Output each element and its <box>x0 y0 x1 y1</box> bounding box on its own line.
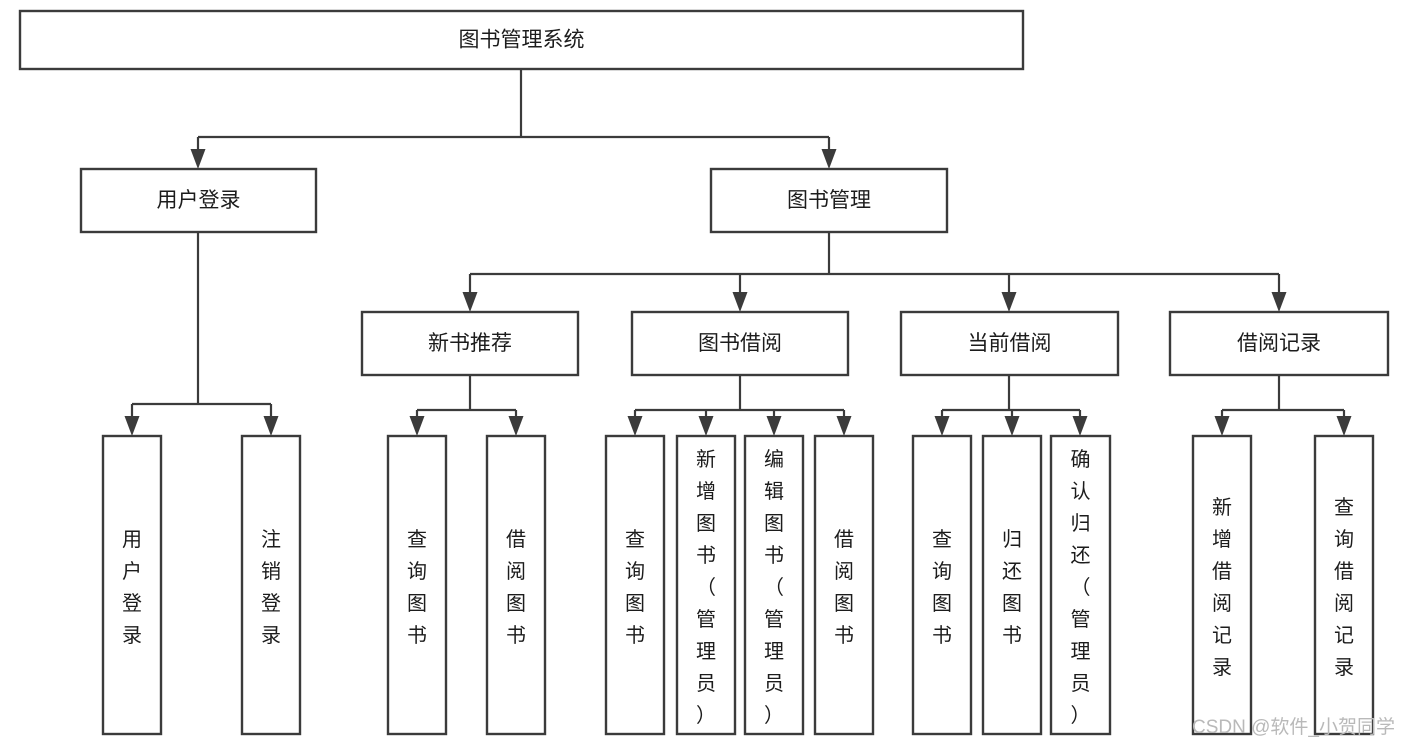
node-box <box>360 310 580 377</box>
node-leaf-查询图书[interactable]: 查询图书 <box>604 434 666 736</box>
node-label: 归还图书 <box>1002 528 1022 647</box>
connector-from-图书管理系统 <box>190 69 837 169</box>
arrow-head-icon <box>263 416 279 436</box>
node-leaf-查询借阅记录[interactable]: 查询借阅记录 <box>1313 434 1375 736</box>
node-leaf-归还图书[interactable]: 归还图书 <box>981 434 1043 736</box>
node-leaf-新增借阅记录[interactable]: 新增借阅记录 <box>1191 434 1253 736</box>
node-label: 查询图书 <box>625 528 645 647</box>
connector-from-新书推荐 <box>409 375 524 436</box>
watermark-text: CSDN @软件_小贺同学 <box>1192 716 1395 738</box>
arrow-head-icon <box>124 416 140 436</box>
node-level3-当前借阅[interactable]: 当前借阅 <box>899 310 1120 377</box>
node-label: 新书推荐 <box>428 332 512 355</box>
node-label: 借阅记录 <box>1237 332 1321 355</box>
node-box <box>386 434 448 736</box>
node-label: 用户登录 <box>157 189 241 212</box>
node-label: 借阅图书 <box>506 528 526 647</box>
node-box <box>675 434 737 736</box>
node-box <box>813 434 875 736</box>
node-box <box>709 167 949 234</box>
node-box <box>899 310 1120 377</box>
node-label: 当前借阅 <box>968 332 1052 355</box>
arrow-head-icon <box>1004 416 1020 436</box>
node-leaf-新增图书管理员[interactable]: 新增图书（管理员） <box>675 434 737 736</box>
node-label: 查询图书 <box>932 528 952 647</box>
node-leaf-查询图书[interactable]: 查询图书 <box>911 434 973 736</box>
arrow-head-icon <box>1001 292 1017 312</box>
connector-from-当前借阅 <box>934 375 1088 436</box>
arrow-head-icon <box>766 416 782 436</box>
node-box <box>1191 434 1253 736</box>
arrow-head-icon <box>1271 292 1287 312</box>
node-label: 借阅图书 <box>834 528 854 647</box>
arrow-head-icon <box>1072 416 1088 436</box>
node-level3-借阅记录[interactable]: 借阅记录 <box>1168 310 1390 377</box>
arrow-head-icon <box>508 416 524 436</box>
connector-from-借阅记录 <box>1214 375 1352 436</box>
arrow-head-icon <box>409 416 425 436</box>
node-level3-图书借阅[interactable]: 图书借阅 <box>630 310 850 377</box>
node-label: 查询借阅记录 <box>1334 496 1354 679</box>
node-leaf-用户登录[interactable]: 用户登录 <box>101 434 163 736</box>
node-box <box>1168 310 1390 377</box>
node-box <box>911 434 973 736</box>
node-label: 注销登录 <box>261 528 281 647</box>
arrow-head-icon <box>190 149 206 169</box>
node-root-图书管理系统[interactable]: 图书管理系统 <box>18 9 1025 71</box>
node-level2-图书管理[interactable]: 图书管理 <box>709 167 949 234</box>
node-label: 查询图书 <box>407 528 427 647</box>
node-label: 用户登录 <box>122 529 142 647</box>
node-label: 确认归还（管理员） <box>1071 448 1091 727</box>
arrow-head-icon <box>462 292 478 312</box>
node-box <box>485 434 547 736</box>
node-level3-新书推荐[interactable]: 新书推荐 <box>360 310 580 377</box>
node-box <box>981 434 1043 736</box>
node-label: 新增图书（管理员） <box>696 448 716 727</box>
connector-from-图书管理 <box>462 232 1287 312</box>
node-label: 新增借阅记录 <box>1212 496 1232 679</box>
node-leaf-注销登录[interactable]: 注销登录 <box>240 434 302 736</box>
arrow-head-icon <box>1214 416 1230 436</box>
arrow-head-icon <box>732 292 748 312</box>
node-box <box>101 434 163 736</box>
node-label: 图书管理 <box>787 189 871 212</box>
node-level2-用户登录[interactable]: 用户登录 <box>79 167 318 234</box>
node-layer: 图书管理系统用户登录图书管理新书推荐图书借阅当前借阅借阅记录用户登录注销登录查询… <box>18 9 1390 736</box>
connector-layer <box>124 69 1352 436</box>
node-leaf-确认归还管理员[interactable]: 确认归还（管理员） <box>1049 434 1112 736</box>
node-label: 图书管理系统 <box>459 29 585 52</box>
node-box <box>79 167 318 234</box>
node-box <box>630 310 850 377</box>
arrow-head-icon <box>821 149 837 169</box>
node-leaf-借阅图书[interactable]: 借阅图书 <box>813 434 875 736</box>
node-box <box>18 9 1025 71</box>
arrow-head-icon <box>1336 416 1352 436</box>
connector-from-用户登录 <box>124 232 279 436</box>
node-leaf-借阅图书[interactable]: 借阅图书 <box>485 434 547 736</box>
node-box <box>604 434 666 736</box>
node-box <box>743 434 805 736</box>
node-box <box>1049 434 1112 736</box>
node-label: 图书借阅 <box>698 332 782 355</box>
arrow-head-icon <box>698 416 714 436</box>
node-label: 编辑图书（管理员） <box>764 448 784 727</box>
node-leaf-查询图书[interactable]: 查询图书 <box>386 434 448 736</box>
node-box <box>240 434 302 736</box>
node-box <box>1313 434 1375 736</box>
arrow-head-icon <box>836 416 852 436</box>
arrow-head-icon <box>627 416 643 436</box>
arrow-head-icon <box>934 416 950 436</box>
connector-from-图书借阅 <box>627 375 852 436</box>
node-leaf-编辑图书管理员[interactable]: 编辑图书（管理员） <box>743 434 805 736</box>
